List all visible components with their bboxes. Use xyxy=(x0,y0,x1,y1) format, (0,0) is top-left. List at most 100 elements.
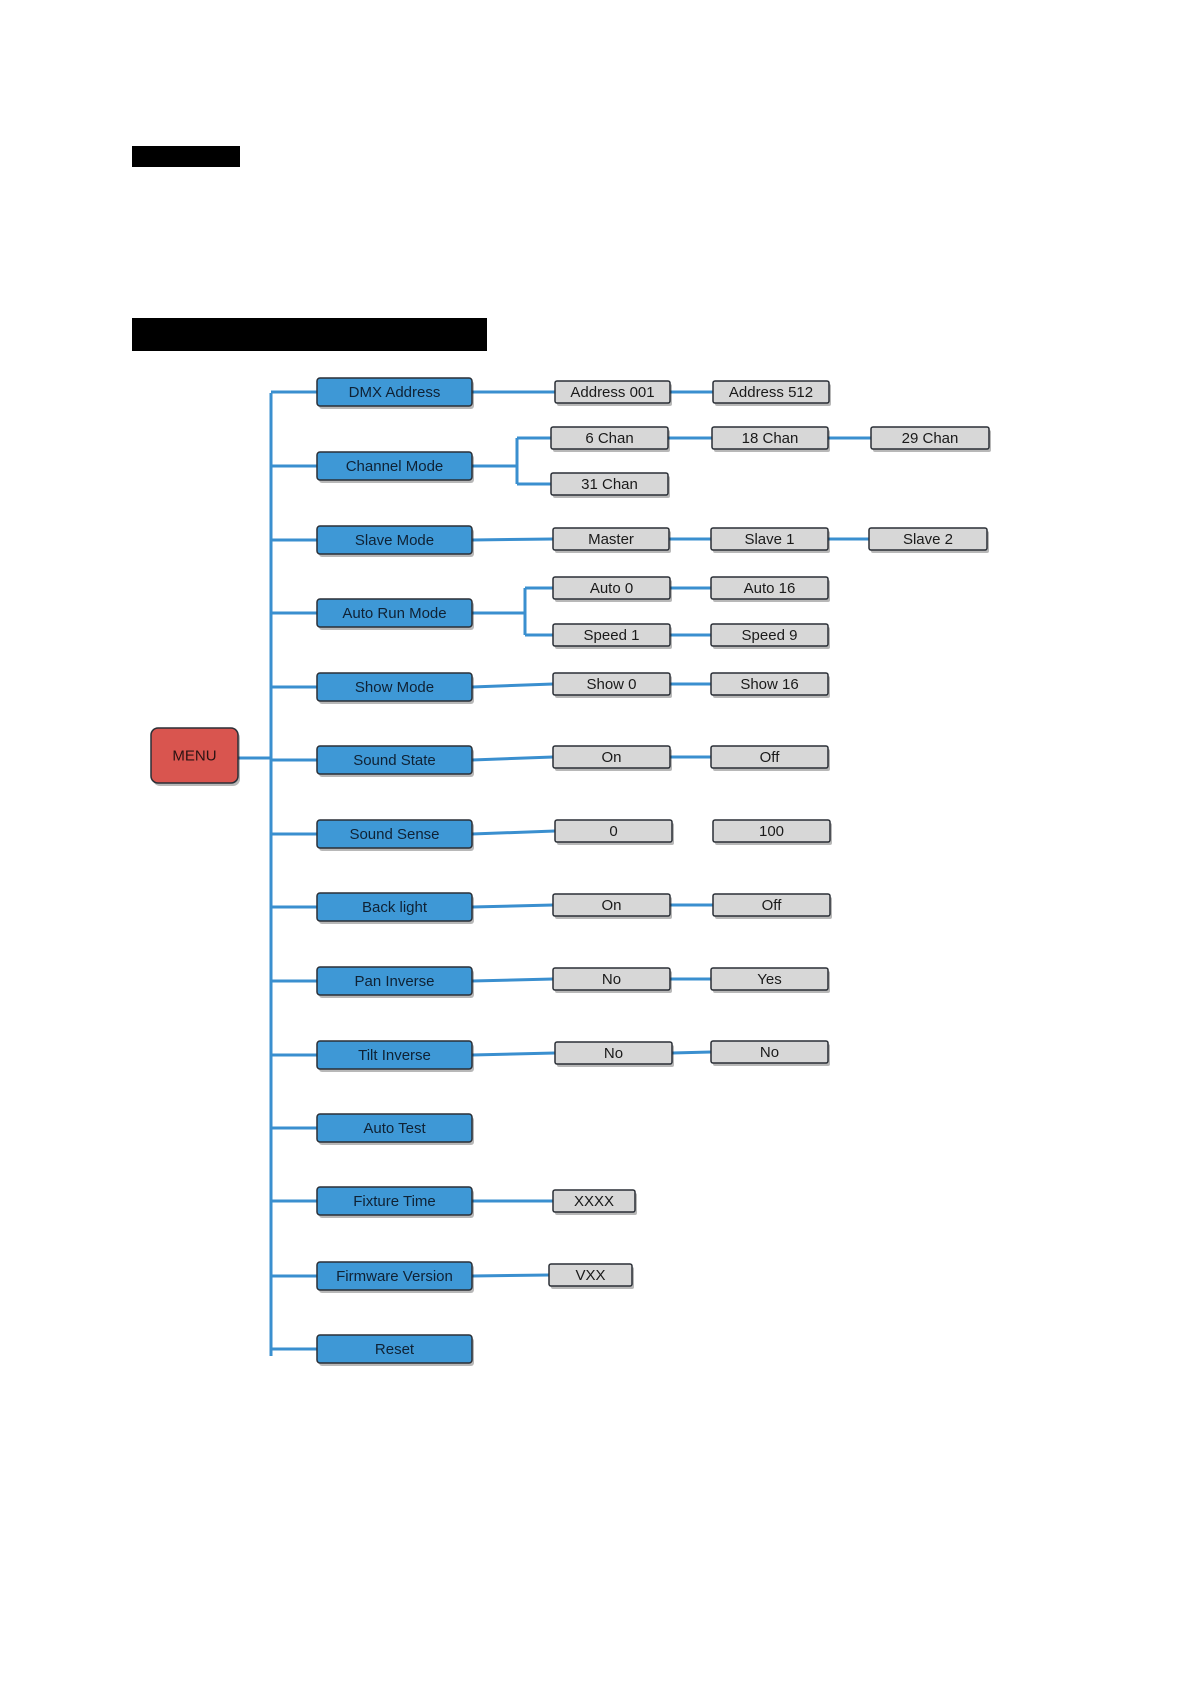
option-box-4-2-box xyxy=(710,576,829,600)
option-box-9-1-label: No xyxy=(602,971,621,988)
option-box-3-1-label: Master xyxy=(588,531,634,548)
connector-lines xyxy=(238,390,871,1356)
option-box-3-3-box xyxy=(868,527,988,551)
option-box-4-3: Speed 1 xyxy=(552,623,672,649)
option-box-8-2-box xyxy=(712,893,831,917)
option-box-3-2: Slave 1 xyxy=(710,527,830,553)
option-box-9-2-box xyxy=(710,967,829,991)
option-box-12-1: XXXX xyxy=(552,1189,637,1215)
item-to-option-line xyxy=(471,977,554,983)
menu-item-2-label: Channel Mode xyxy=(346,458,444,475)
menu-item-11-box xyxy=(316,1113,473,1143)
option-box-10-2: No xyxy=(710,1040,830,1066)
menu-item-2-box xyxy=(316,451,473,481)
menu-button: MENU xyxy=(150,727,240,786)
menu-item-12-label: Fixture Time xyxy=(353,1193,436,1210)
option-box-9-2: Yes xyxy=(710,967,830,993)
redacted-heading-2 xyxy=(132,318,487,351)
option-box-7-1-box xyxy=(554,819,673,843)
option-box-4-1: Auto 0 xyxy=(552,576,672,602)
item-to-option-line xyxy=(471,903,554,909)
option-box-8-2: Off xyxy=(712,893,832,919)
option-box-3-2-box xyxy=(710,527,829,551)
option-box-2-4-label: 31 Chan xyxy=(581,476,638,493)
option-box-8-1-label: On xyxy=(601,897,621,914)
option-box-12-1-box xyxy=(552,1189,636,1213)
option-box-5-1: Show 0 xyxy=(552,672,672,698)
menu-item-4-label: Auto Run Mode xyxy=(342,605,446,622)
option-box-4-4-label: Speed 9 xyxy=(742,627,798,644)
option-box-4-4-box xyxy=(710,623,829,647)
item-to-option-line xyxy=(471,755,554,762)
menu-item-1-label: DMX Address xyxy=(349,384,441,401)
option-box-7-2-label: 100 xyxy=(759,823,784,840)
option-box-8-1: On xyxy=(552,893,672,919)
option-box-4-2: Auto 16 xyxy=(710,576,830,602)
option-box-5-2-box xyxy=(710,672,829,696)
item-to-option-line xyxy=(471,1051,556,1057)
menu-item-11: Auto Test xyxy=(316,1113,474,1145)
menu-item-5-label: Show Mode xyxy=(355,679,434,696)
menu-item-1: DMX Address xyxy=(316,377,474,409)
option-box-3-3: Slave 2 xyxy=(868,527,989,553)
option-box-2-4-box xyxy=(550,472,669,496)
menu-item-6-box xyxy=(316,745,473,775)
menu-item-13-box xyxy=(316,1261,473,1291)
option-box-10-1-box xyxy=(554,1041,673,1065)
option-box-1-2-label: Address 512 xyxy=(729,384,813,401)
menu-item-14: Reset xyxy=(316,1334,474,1366)
menu-item-13: Firmware Version xyxy=(316,1261,474,1293)
option-box-9-2-label: Yes xyxy=(757,971,781,988)
option-box-1-1-label: Address 001 xyxy=(570,384,654,401)
menu-item-8: Back light xyxy=(316,892,474,924)
option-box-10-1-label: No xyxy=(604,1045,623,1062)
menu-item-5: Show Mode xyxy=(316,672,474,704)
option-box-13-1: VXX xyxy=(548,1263,634,1289)
menu-item-13-label: Firmware Version xyxy=(336,1268,453,1285)
option-box-5-2-label: Show 16 xyxy=(740,676,798,693)
menu-item-4-box xyxy=(316,598,473,628)
option-box-8-1-box xyxy=(552,893,671,917)
menu-item-10-label: Tilt Inverse xyxy=(358,1047,431,1064)
option-box-3-2-label: Slave 1 xyxy=(744,531,794,548)
menu-item-9: Pan Inverse xyxy=(316,966,474,998)
option-box-1-1-box xyxy=(554,380,671,404)
menu-item-3-label: Slave Mode xyxy=(355,532,434,549)
option-box-5-1-label: Show 0 xyxy=(586,676,636,693)
chain-line xyxy=(671,1050,712,1055)
menu-item-9-label: Pan Inverse xyxy=(354,973,434,990)
option-box-12-1-label: XXXX xyxy=(574,1193,614,1210)
menu-item-2: Channel Mode xyxy=(316,451,474,483)
menu-item-9-box xyxy=(316,966,473,996)
option-box-6-2-box xyxy=(710,745,829,769)
option-box-4-1-label: Auto 0 xyxy=(590,580,633,597)
menu-item-10-box xyxy=(316,1040,473,1070)
menu-item-1-box xyxy=(316,377,473,407)
option-box-4-2-label: Auto 16 xyxy=(744,580,796,597)
option-box-2-2-box xyxy=(711,426,829,450)
option-box-8-2-label: Off xyxy=(762,897,783,914)
option-box-7-2-box xyxy=(712,819,831,843)
option-box-7-2: 100 xyxy=(712,819,832,845)
menu-item-14-label: Reset xyxy=(375,1341,415,1358)
item-to-option-line xyxy=(471,829,556,836)
option-box-6-2: Off xyxy=(710,745,830,771)
option-box-1-1: Address 001 xyxy=(554,380,672,406)
menu-item-6-label: Sound State xyxy=(353,752,436,769)
option-box-13-1-label: VXX xyxy=(575,1267,605,1284)
option-box-2-2-label: 18 Chan xyxy=(742,430,799,447)
option-box-2-3-box xyxy=(870,426,990,450)
menu-item-14-box xyxy=(316,1334,473,1364)
option-box-10-2-box xyxy=(710,1040,829,1064)
option-box-2-2: 18 Chan xyxy=(711,426,830,452)
option-box-2-1-box xyxy=(550,426,669,450)
option-box-3-3-label: Slave 2 xyxy=(903,531,953,548)
menu-item-10: Tilt Inverse xyxy=(316,1040,474,1072)
option-box-4-1-box xyxy=(552,576,671,600)
option-box-6-2-label: Off xyxy=(760,749,781,766)
menu-item-4: Auto Run Mode xyxy=(316,598,474,630)
option-box-3-1: Master xyxy=(552,527,671,553)
option-box-2-4: 31 Chan xyxy=(550,472,670,498)
option-box-5-1-box xyxy=(552,672,671,696)
